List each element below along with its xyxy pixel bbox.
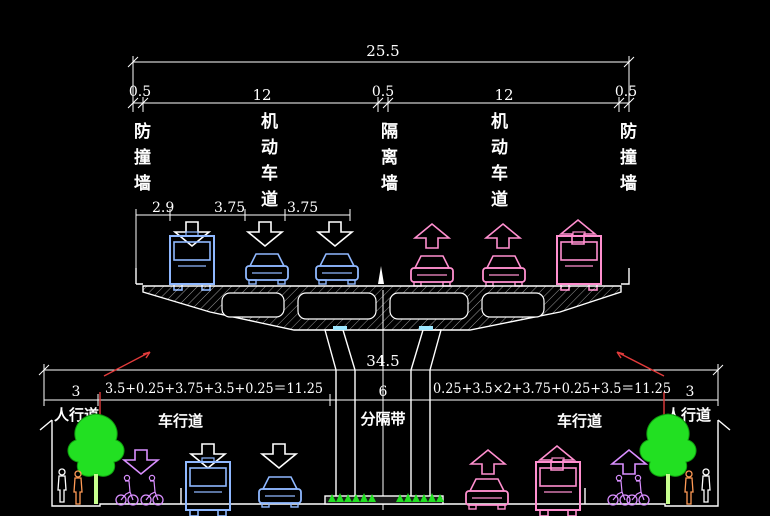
lower-left-carriageway-formula: 3.5+0.25+3.75+3.5+0.25＝11.25 [105, 381, 323, 397]
upper-arrow-up-1 [414, 223, 450, 249]
upper-right-barrier-label: 防撞墙 [616, 121, 637, 200]
pedestrian-right-2 [701, 468, 711, 503]
lower-median-label: 分隔带 [360, 410, 405, 428]
median-shrubs [328, 493, 444, 502]
tree-left [67, 413, 125, 505]
lower-arrow-down-bike [123, 449, 159, 475]
cyclist-left-1 [115, 474, 139, 506]
lower-road-surface [39, 419, 731, 507]
upper-right-barrier-width: 0.5 [615, 84, 637, 100]
upper-left-barrier-label: 防撞墙 [130, 121, 151, 200]
upper-dimension-lines [127, 56, 635, 268]
upper-arrow-up-2 [485, 223, 521, 249]
upper-left-barrier-width: 0.5 [129, 84, 151, 100]
lower-left-sidewalk-width: 3 [72, 384, 81, 400]
lower-car-left [258, 476, 302, 508]
lower-arrow-up-1 [470, 449, 506, 475]
lower-bus-right [535, 457, 581, 516]
lower-left-carriageway-label: 车行道 [158, 412, 203, 430]
lower-right-carriageway-label: 车行道 [557, 412, 602, 430]
lower-bus-left [185, 457, 231, 516]
lower-arrow-down-1 [190, 443, 226, 469]
lane-dim-1: 2.9 [152, 200, 174, 216]
upper-median-label: 隔离墙 [377, 122, 398, 200]
pedestrian-left-1 [57, 468, 67, 503]
tree-right [639, 413, 697, 505]
lane-dim-3: 3.75 [287, 200, 318, 216]
upper-car-2 [315, 253, 359, 285]
upper-total-width: 25.5 [366, 42, 399, 60]
upper-right-lanes-width: 12 [494, 86, 513, 104]
upper-bus-right [556, 231, 602, 291]
upper-left-lanes-label: 机动车道 [257, 111, 278, 216]
cyclist-left-2 [140, 474, 164, 506]
upper-car-3 [410, 255, 454, 287]
lower-median-width: 6 [379, 384, 388, 400]
lower-total-width: 34.5 [366, 352, 399, 370]
lane-dim-2: 3.75 [214, 200, 245, 216]
upper-car-4 [482, 255, 526, 287]
box-girder [135, 266, 630, 510]
upper-median-width: 0.5 [372, 84, 394, 100]
pedestrian-right-1 [684, 470, 694, 505]
lower-right-carriageway-formula: 0.25+3.5×2+3.75+0.25+3.5＝11.25 [433, 381, 671, 397]
upper-bus-left [169, 231, 215, 291]
pedestrian-left-2 [73, 470, 83, 505]
upper-left-lanes-width: 12 [252, 86, 271, 104]
lower-arrow-down-2 [261, 443, 297, 469]
upper-arrow-down-3 [317, 221, 353, 247]
upper-right-lanes-label: 机动车道 [487, 111, 508, 216]
upper-arrow-down-2 [247, 221, 283, 247]
lower-car-right [465, 478, 509, 510]
lower-right-sidewalk-width: 3 [686, 384, 695, 400]
upper-car-1 [245, 253, 289, 285]
